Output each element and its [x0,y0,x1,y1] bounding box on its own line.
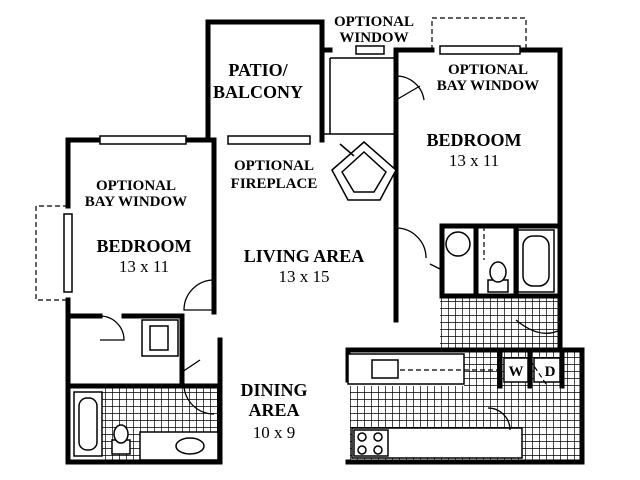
dryer-label: D [545,364,556,380]
patio-closet [322,57,396,135]
bay-window-left-label-1: OPTIONAL [96,178,176,194]
fireplace [331,141,397,201]
kitchen [347,319,561,459]
right-bath [445,226,555,293]
dining-area-name-1: DINING [240,380,307,400]
bay-window-right-label-2: BAY WINDOW [437,78,539,94]
windows [35,17,527,301]
bay-window-right-label-1: OPTIONAL [448,62,528,78]
living-area-size: 13 x 15 [279,267,330,286]
laundry [503,357,561,385]
optional-window-label-2: WINDOW [339,30,408,46]
washer-label: W [509,364,524,380]
bedroom-left-size: 13 x 11 [119,257,169,276]
patio-label-1: PATIO/ [228,60,288,80]
bedroom-left-name: BEDROOM [96,236,191,256]
optional-window-label-1: OPTIONAL [334,14,414,30]
doors [99,75,443,415]
bedroom-right-name: BEDROOM [426,130,521,150]
walls [65,19,585,465]
bay-window-left-label-2: BAY WINDOW [85,194,187,210]
bedroom-right-size: 13 x 11 [449,151,499,170]
living-area-name: LIVING AREA [244,246,365,266]
left-bath [73,319,219,461]
fireplace-label-1: OPTIONAL [234,158,314,174]
dining-area-size: 10 x 9 [253,423,296,442]
dining-area-name-2: AREA [248,400,299,420]
fireplace-label-2: FIREPLACE [231,176,318,192]
patio-label-2: BALCONY [213,82,303,102]
room-labels: OPTIONAL WINDOW PATIO/ BALCONY OPTIONAL … [85,14,556,442]
